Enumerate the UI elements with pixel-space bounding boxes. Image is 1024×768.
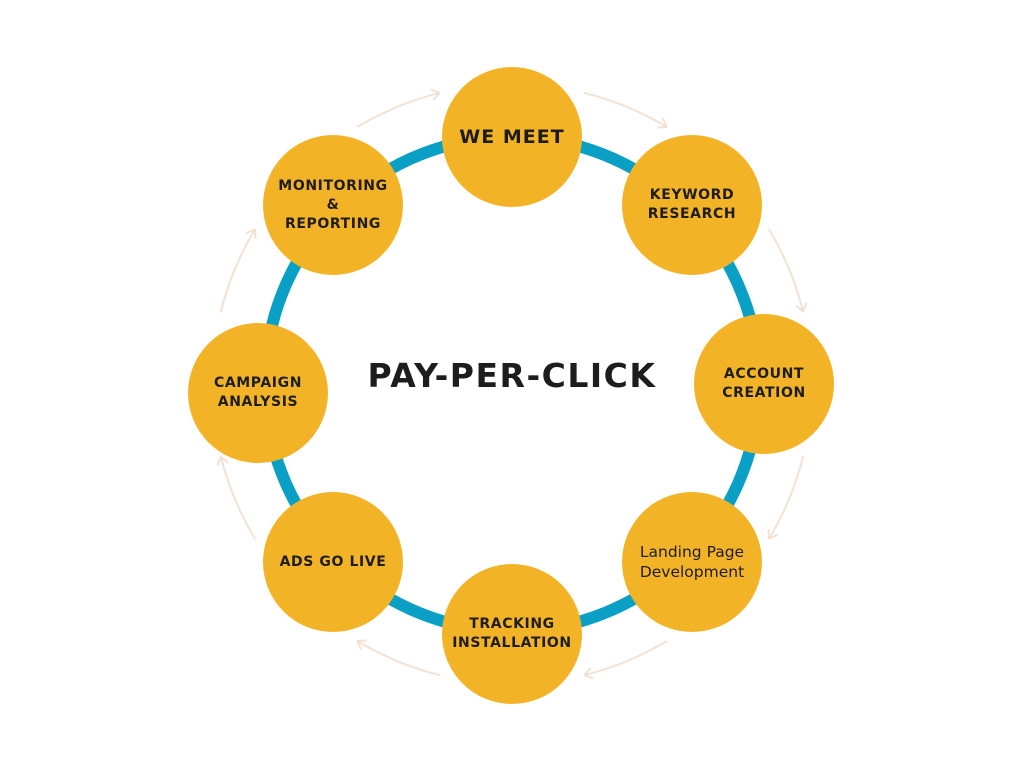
arrowhead-icon [245,228,257,240]
arrowhead-icon [583,667,594,680]
cycle-arrow-line [768,455,805,540]
cycle-arrow-line [356,91,441,128]
step-tracking-installation: TRACKING INSTALLATION [442,564,582,704]
cycle-arrows [216,88,808,680]
arrowhead-icon [430,88,441,101]
step-label: WE MEET [459,125,565,148]
step-we-meet: WE MEET [442,67,582,207]
arrowhead-icon [767,528,779,540]
step-landing-page-development: Landing Page Development [622,492,762,632]
step-label: KEYWORD RESEARCH [647,187,737,222]
center-title: PAY-PER-CLICK [367,356,657,395]
step-label: TRACKING INSTALLATION [452,616,572,651]
step-account-creation: ACCOUNT CREATION [694,314,834,454]
step-label: ACCOUNT CREATION [722,366,806,401]
cycle-arrow-line [583,640,668,677]
step-ads-go-live: ADS GO LIVE [263,492,403,632]
step-keyword-research: KEYWORD RESEARCH [622,135,762,275]
step-label: Landing Page Development [639,543,745,581]
step-campaign-analysis: CAMPAIGN ANALYSIS [188,323,328,463]
step-label: MONITORING & REPORTING [278,177,388,232]
arrowhead-icon [795,302,808,313]
step-label: ADS GO LIVE [279,553,387,570]
cycle-arrow-line [768,228,805,313]
step-label: CAMPAIGN ANALYSIS [213,375,303,410]
cycle-arrow-line [583,91,668,128]
arrowhead-icon [216,455,229,466]
cycle-arrow-line [219,228,256,313]
cycle-arrow-line [356,640,441,677]
cycle-arrow-line [219,455,256,540]
arrowhead-icon [356,639,368,651]
step-monitoring-reporting: MONITORING & REPORTING [263,135,403,275]
arrowhead-icon [656,117,668,129]
